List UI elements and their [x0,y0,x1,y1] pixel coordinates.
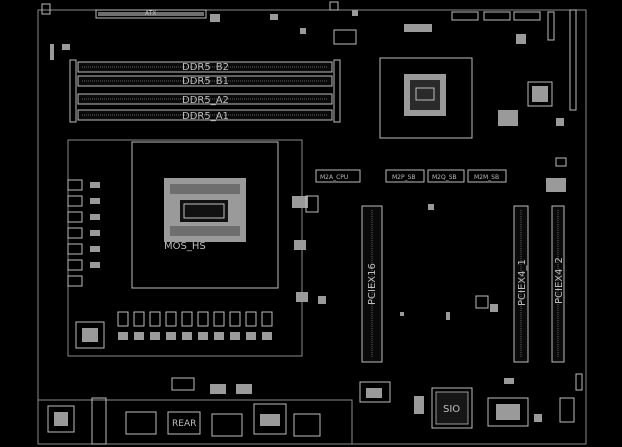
m2-connector-m2m-sb[interactable]: M2M_SB [467,169,507,183]
dimm-latches [69,59,341,123]
dimm-label-b2: DDR5_B2 [182,62,229,73]
m2q-sb-label: M2Q_SB [432,174,457,181]
board-outline [37,9,587,445]
center-components [292,195,498,320]
dimm-label-a1: DDR5_A1 [182,111,229,122]
pcie-slot-x4-1[interactable]: PCIEX4_1 [513,205,529,363]
chipset[interactable] [379,57,473,139]
top-right-headers [333,9,577,111]
m2a-cpu-label: M2A_CPU [320,174,348,181]
m2m-sb-label: M2M_SB [474,174,499,181]
mos-heatsink-label: MOS_HS [164,241,206,252]
dimm-slot-ddr5-b1[interactable]: DDR5_B1 [77,75,333,87]
vrm-bottom-row [117,311,273,340]
m2-connector-m2p-sb[interactable]: M2P_SB [385,169,425,183]
dimm-label-b1: DDR5_B1 [182,76,229,87]
pciex16-label: PCIEX16 [367,263,378,305]
sio-chip[interactable]: SIO [431,387,473,429]
dimm-label-a2: DDR5_A2 [182,95,229,106]
rear-io-area[interactable]: REAR [37,377,353,445]
pcie-slot-x4-2[interactable]: PCIEX4_2 [551,205,565,363]
dimm-slot-ddr5-b2[interactable]: DDR5_B2 [77,61,333,73]
m2p-sb-label: M2P_SB [392,174,416,181]
m2-connector-m2q-sb[interactable]: M2Q_SB [427,169,465,183]
rear-label: REAR [172,419,196,429]
dimm-slot-ddr5-a2[interactable]: DDR5_A2 [77,93,333,106]
pciex4-1-label: PCIEX4_1 [517,259,528,306]
dimm-slot-ddr5-a1[interactable]: DDR5_A1 [77,109,333,122]
atx-label: ATX [145,10,156,17]
cpu-socket[interactable]: MOS_HS [67,139,303,357]
pciex4-2-label: PCIEX4_2 [554,257,565,304]
sio-label: SIO [443,404,460,415]
top-left-components [41,1,358,60]
atx-power-connector[interactable]: ATX [95,9,207,19]
vrm-left-column [67,179,105,349]
pcie-slot-x16[interactable]: PCIEX16 [361,205,383,363]
bottom-right-components [359,373,583,427]
right-ic-cluster [498,81,567,192]
m2-connector-m2a-cpu[interactable]: M2A_CPU [315,169,361,183]
